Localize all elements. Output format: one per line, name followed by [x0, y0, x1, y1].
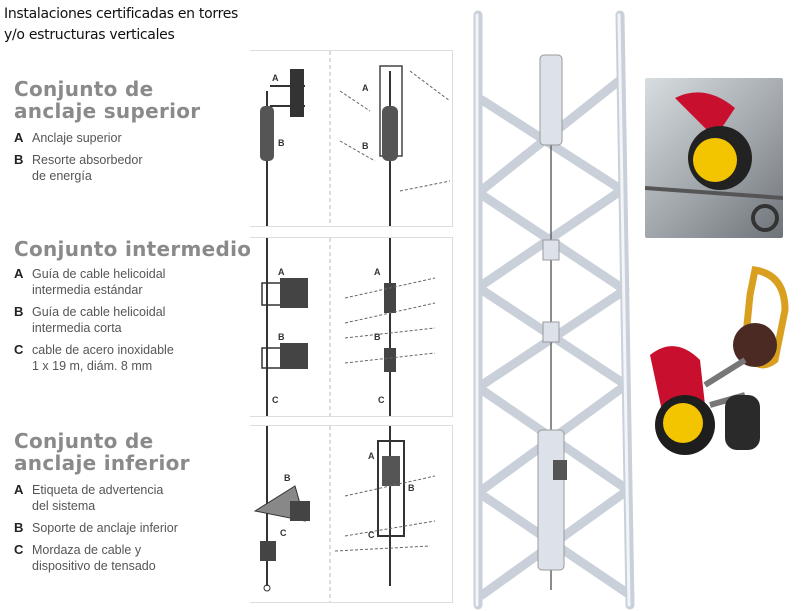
svg-text:A: A [272, 73, 279, 83]
upper-anchor-diagram: A B A B [250, 50, 453, 227]
cable-guide [542, 321, 560, 343]
warning-label [553, 460, 567, 480]
svg-text:C: C [368, 530, 375, 540]
lower-anchor-drawing: B C A B C [253, 426, 436, 602]
intermediate-diagram: A B C A B C [250, 237, 453, 417]
upper-anchor-drawing: A B A B [260, 51, 451, 226]
svg-text:C: C [280, 528, 287, 538]
svg-text:B: B [362, 141, 369, 151]
tower-structure [473, 10, 635, 610]
svg-text:A: A [362, 83, 369, 93]
fall-arrester-photo-2 [645, 265, 800, 465]
caption-line-1: Instalaciones certificadas en torres [4, 6, 239, 22]
svg-text:C: C [378, 395, 385, 405]
top-anchor [539, 54, 563, 146]
caption-line-2: y/o estructuras verticales [4, 27, 175, 43]
svg-text:A: A [374, 267, 381, 277]
cable-guide [542, 239, 560, 261]
svg-text:B: B [278, 138, 285, 148]
lower-anchor-diagram: B C A B C [250, 425, 453, 603]
svg-text:A: A [368, 451, 375, 461]
svg-text:C: C [272, 395, 279, 405]
svg-text:B: B [408, 483, 415, 493]
svg-text:B: B [374, 332, 381, 342]
svg-text:B: B [278, 332, 285, 342]
intermediate-drawing: A B C A B C [261, 238, 436, 416]
fall-arrester-photo-1 [645, 78, 783, 238]
page-caption: Instalaciones certificadas en torres y/o… [4, 4, 238, 46]
section-title: Conjunto intermedio [14, 237, 252, 261]
bottom-anchor [537, 429, 565, 571]
svg-text:A: A [278, 267, 285, 277]
svg-text:B: B [284, 473, 291, 483]
